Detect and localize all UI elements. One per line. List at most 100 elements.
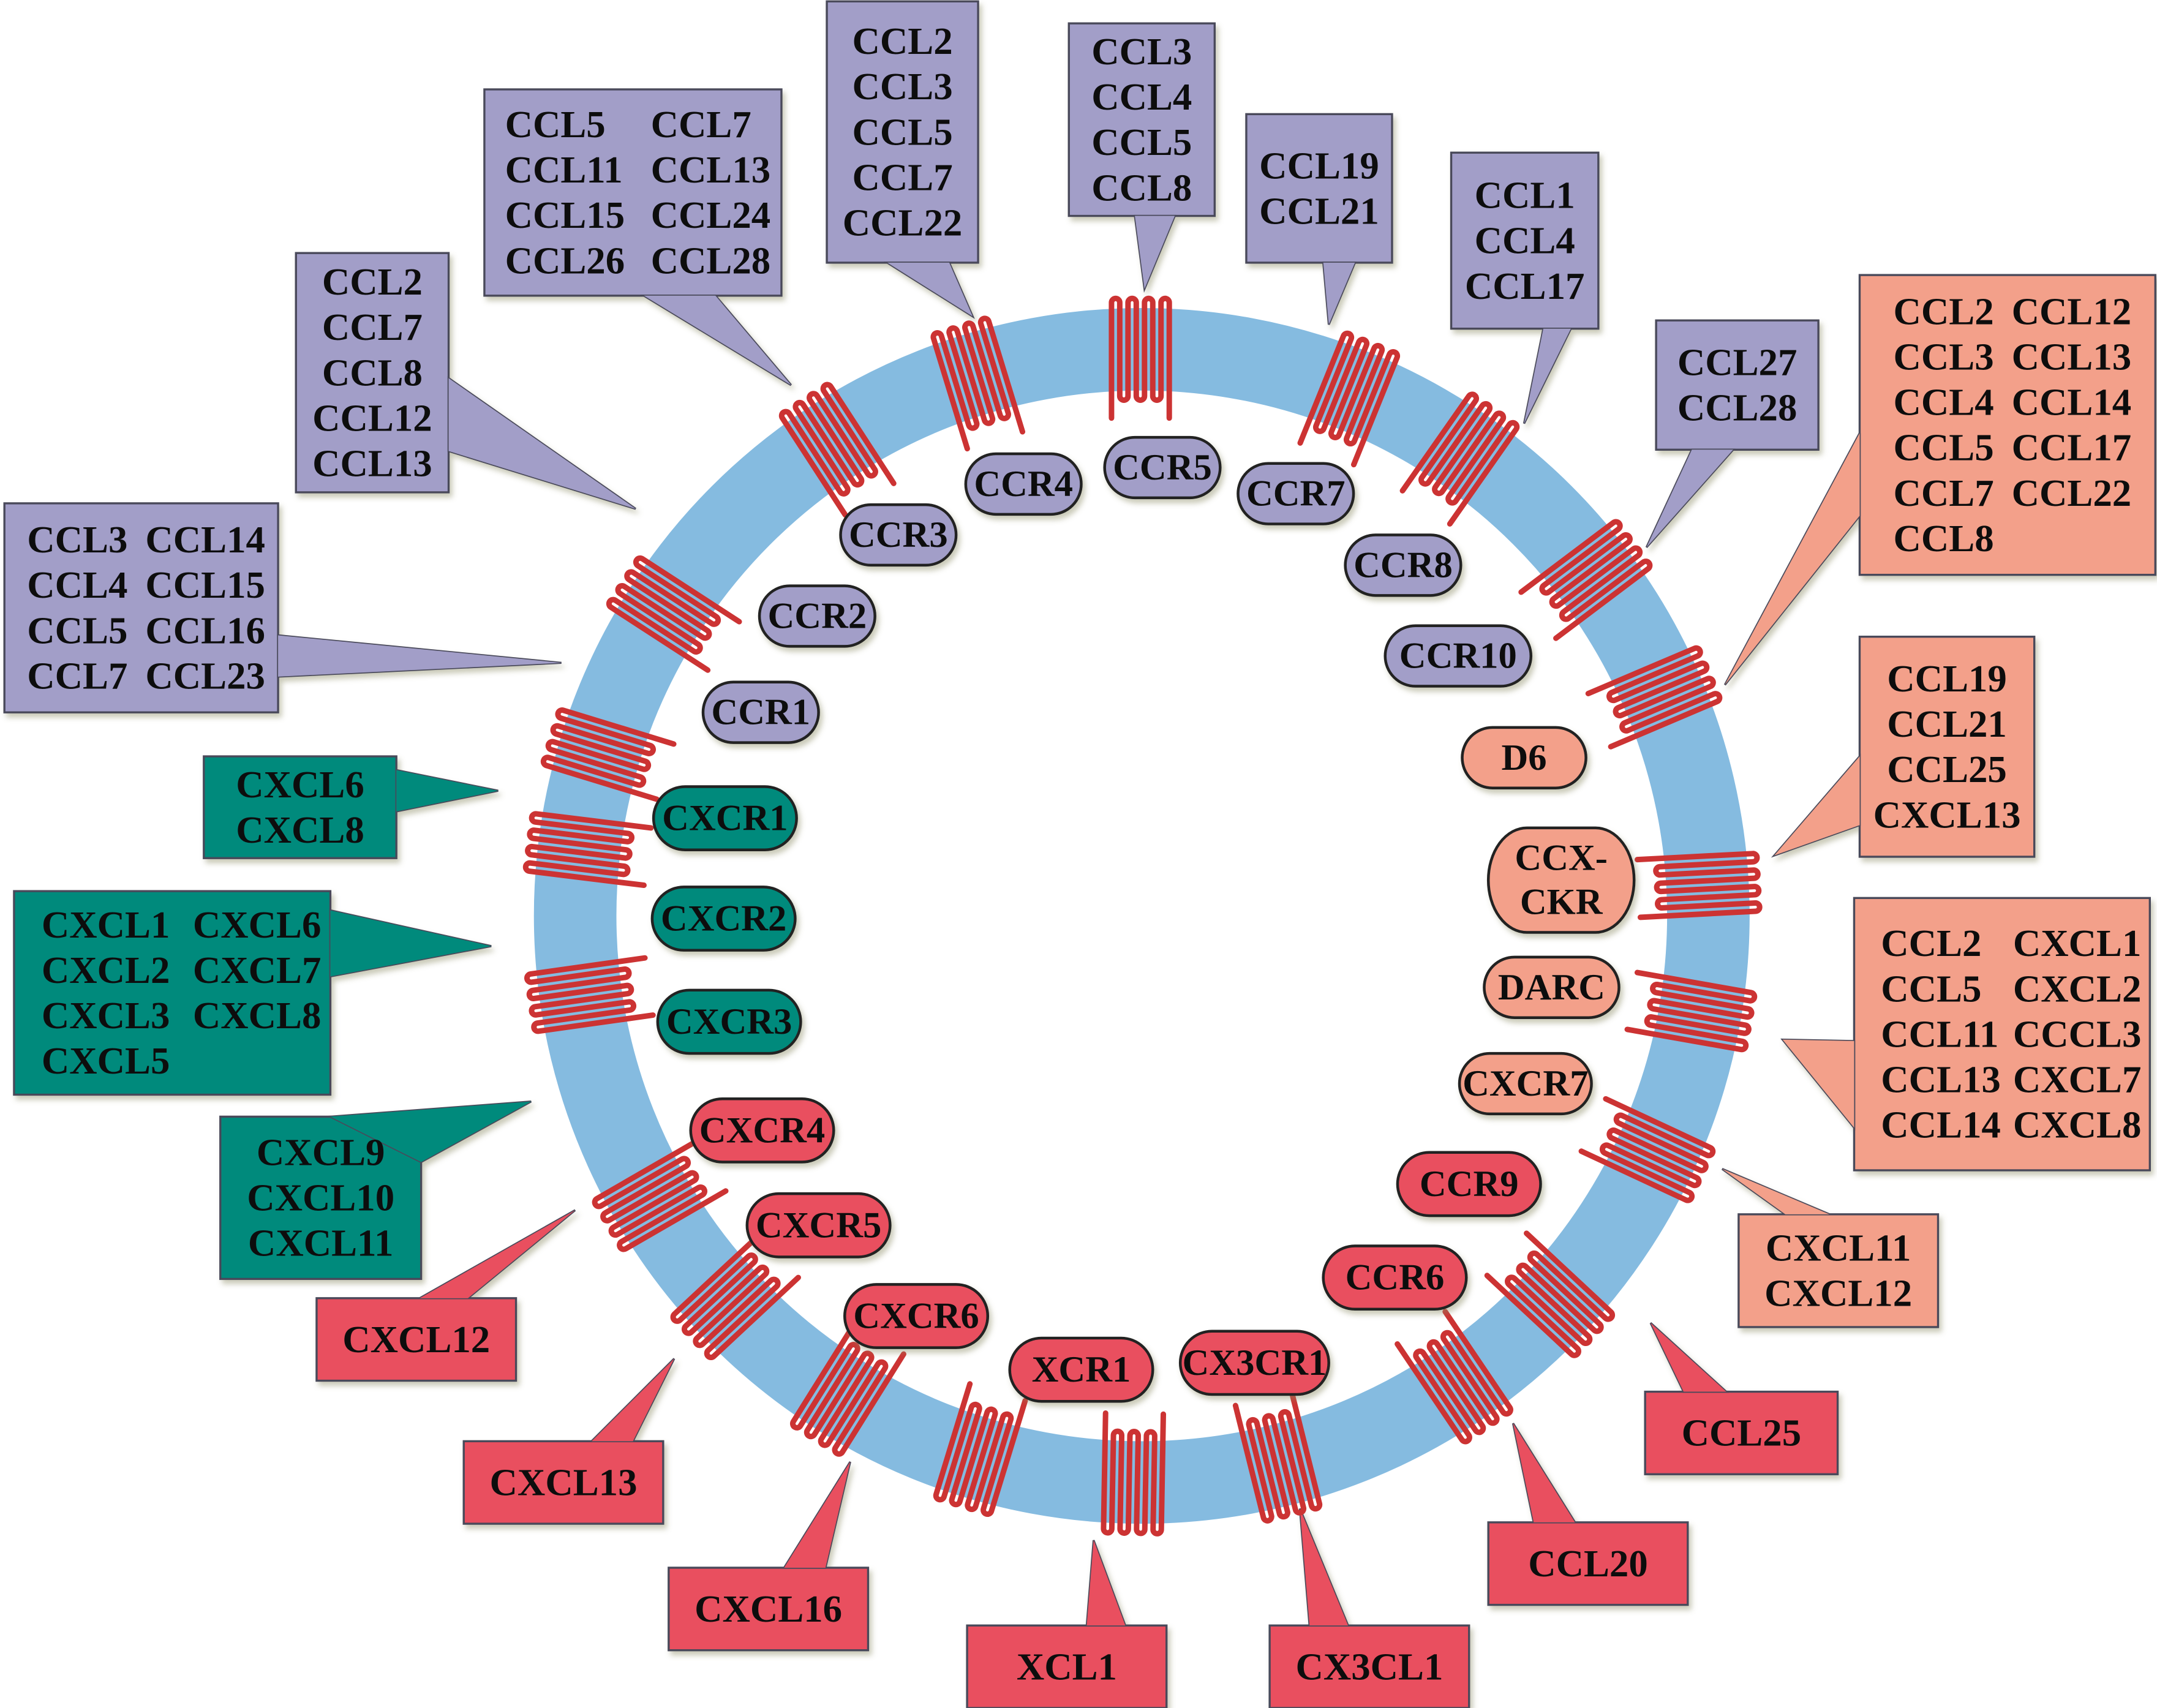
callout-box [1858, 636, 2036, 858]
receptor-label: CCR8 [1353, 544, 1453, 585]
helix-icon [1232, 1388, 1323, 1524]
helix-icon [1585, 645, 1723, 750]
ligand-callout-ccr6: CCL20 [1487, 1423, 1689, 1606]
ligand-label: CCL2 [852, 20, 952, 62]
receptor-label: DARC [1498, 967, 1605, 1008]
ligand-label: CCL14 [1881, 1104, 2001, 1146]
ligand-label: CCL25 [1682, 1412, 1802, 1454]
receptor-label: CXCR7 [1462, 1063, 1588, 1104]
receptor-pill [964, 452, 1083, 516]
ligand-label: CCL8 [1894, 517, 1994, 560]
helix-icon [1578, 1096, 1716, 1203]
ligand-label: CXCL1 [42, 903, 170, 946]
receptor-label: CX3CR1 [1183, 1342, 1327, 1383]
helix-icon [778, 382, 897, 518]
receptor-xcr1: XCR1 [1008, 1336, 1154, 1403]
receptor-pill [1322, 1244, 1468, 1311]
ligand-label: CCL21 [1887, 702, 2007, 745]
ligand-label: CXCL2 [42, 949, 170, 991]
receptor-label: CCR7 [1246, 473, 1346, 514]
ligand-callouts: CCL3CCL4CCL5CCL7CCL14CCL15CCL16CCL23CCL2… [3, 0, 2156, 1708]
receptor-label: CXCR4 [699, 1110, 825, 1151]
ligand-label: CCL22 [2012, 472, 2132, 514]
ligand-callout-xcr1: XCL1 [966, 1540, 1168, 1708]
ligand-label: CCL17 [1465, 265, 1585, 307]
callout-box [295, 252, 450, 494]
ligand-label: XCL1 [1017, 1645, 1117, 1688]
ligand-label: CXCL12 [342, 1318, 490, 1361]
receptor-label: CCX- [1515, 838, 1608, 879]
receptor-label: CCR5 [1113, 447, 1212, 488]
receptor-pill [701, 680, 820, 744]
receptor-ccr5: CCR5 [1103, 435, 1222, 500]
receptor-pill [652, 785, 798, 852]
ligand-label: CCL13 [1881, 1058, 2001, 1101]
receptor-pill [1486, 826, 1636, 934]
ligand-label: CCL2 [322, 260, 423, 303]
receptor-pill [650, 886, 797, 952]
receptor-label: CCR6 [1346, 1257, 1445, 1298]
ligand-callout-d6: CCL2CCL3CCL4CCL5CCL7CCL8CCL12CCL13CCL14C… [1723, 274, 2156, 686]
ligand-label: CXCL5 [42, 1039, 170, 1082]
receptor-ccx-ckr: CCX-CKR [1486, 826, 1636, 934]
receptor-pill [745, 1192, 892, 1258]
receptor-pill [1344, 533, 1462, 597]
ligand-label: CX3CL1 [1295, 1645, 1443, 1688]
helix-icon [1101, 1410, 1166, 1537]
receptor-pill [839, 503, 958, 567]
receptor-pill [1178, 1330, 1330, 1396]
helix-icon [1518, 519, 1653, 641]
helix-icon [790, 1320, 906, 1457]
ligand-label: CXCL9 [257, 1131, 385, 1174]
callout-box [1067, 22, 1216, 217]
ligand-label: CCL5 [1881, 967, 1981, 1010]
ligand-label: CXCL11 [1766, 1227, 1911, 1270]
receptor-label: D6 [1502, 737, 1547, 778]
ligand-label: CCCL3 [2013, 1012, 2142, 1055]
ligand-label: CXCL7 [193, 949, 322, 991]
callout-box [1450, 151, 1600, 330]
receptor-cxcr4: CXCR4 [689, 1097, 835, 1164]
ligand-label: CCL11 [505, 148, 623, 191]
receptor-label: CXCR2 [661, 898, 786, 939]
receptor-ccr7: CCR7 [1237, 462, 1355, 525]
ligand-label: CCL17 [2012, 426, 2132, 469]
receptor-cxcr7: CXCR7 [1458, 1052, 1593, 1116]
receptor-cx3cr1: CX3CR1 [1178, 1330, 1330, 1396]
callout-box [1737, 1213, 1940, 1328]
ligand-label: CXCL1 [2013, 922, 2142, 965]
ligand-callout-cx3cr1: CX3CL1 [1268, 1508, 1470, 1708]
helix-icon [1395, 1309, 1513, 1445]
ligand-label: CCL25 [1887, 748, 2007, 791]
ligand-label: CCL19 [1887, 657, 2007, 700]
receptor-pill [1008, 1336, 1154, 1403]
helix-icon [522, 811, 654, 889]
receptor-pill [843, 1283, 990, 1349]
ligand-label: CCL21 [1259, 189, 1379, 232]
helix-icon [524, 955, 656, 1034]
ligand-label: CCL13 [2012, 335, 2132, 378]
ligand-label: CCL12 [312, 396, 432, 439]
receptor-pill [758, 584, 876, 648]
receptor-label: CXCR3 [666, 1001, 792, 1042]
ligand-label: CCL3 [1894, 335, 1994, 378]
receptor-cxcr3: CXCR3 [656, 988, 802, 1055]
ligand-label: CXCL11 [248, 1222, 394, 1265]
ligand-label: CCL19 [1259, 144, 1379, 187]
helix-icon [670, 1232, 801, 1360]
receptor-cxcr5: CXCR5 [745, 1192, 892, 1258]
ligand-label: CXCL13 [1873, 793, 2021, 836]
receptor-d6: D6 [1461, 726, 1587, 789]
helix-icon [1297, 330, 1401, 468]
receptor-cxcr6: CXCR6 [843, 1283, 990, 1349]
receptor-label: CKR [1520, 882, 1603, 923]
receptor-pill [689, 1097, 835, 1164]
receptor-label: CCR9 [1420, 1164, 1519, 1205]
ligand-label: CCL7 [1894, 472, 1994, 514]
ligand-label: CCL7 [651, 103, 751, 146]
